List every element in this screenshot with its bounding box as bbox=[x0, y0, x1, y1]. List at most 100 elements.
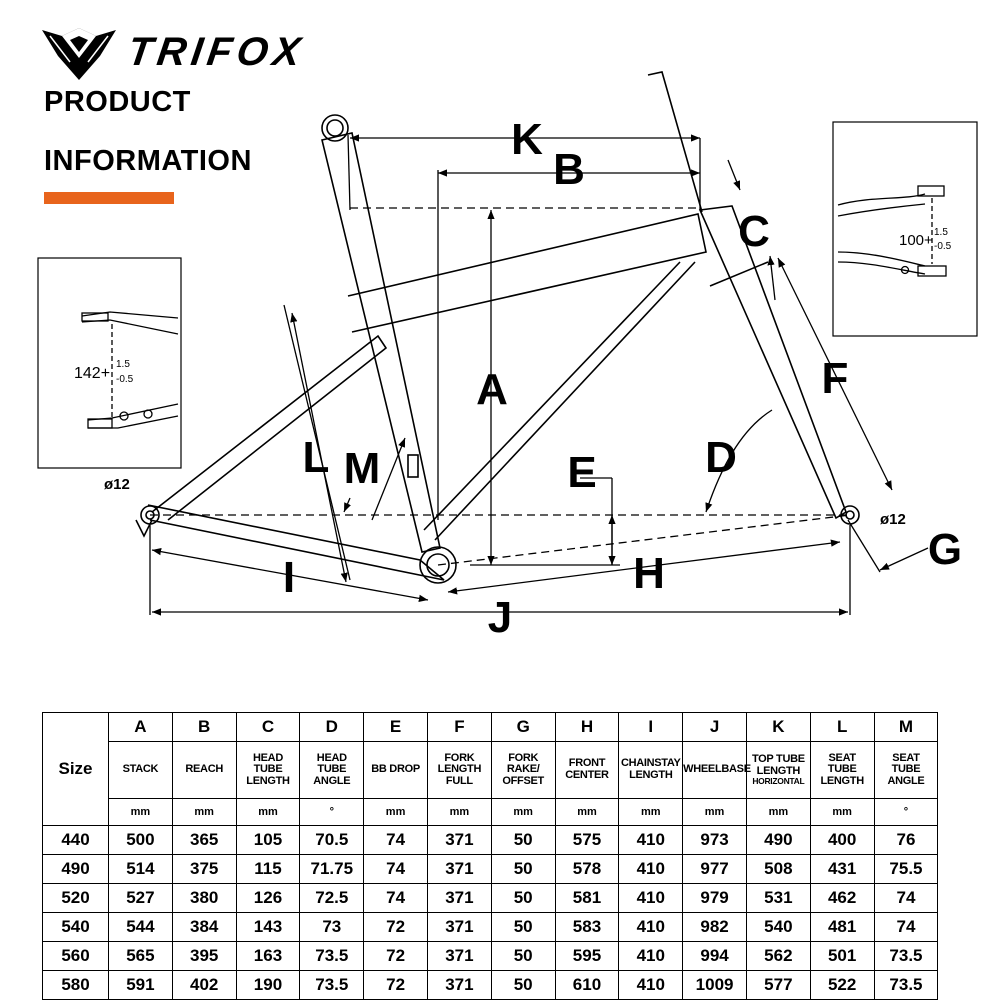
column-name-line: LENGTH bbox=[437, 763, 482, 776]
column-unit: mm bbox=[426, 798, 492, 826]
front-axle-diameter: ø12 bbox=[880, 511, 906, 528]
value-cell: 371 bbox=[426, 970, 492, 1000]
column-name-line: OFFSET bbox=[502, 774, 544, 787]
value-cell: 371 bbox=[426, 883, 492, 913]
column-name-line: REACH bbox=[185, 763, 223, 776]
rear-spacing-tol-minus: -0.5 bbox=[116, 374, 134, 385]
value-cell: 384 bbox=[171, 912, 237, 942]
column-name-line: LENGTH bbox=[629, 769, 673, 781]
front-spacing-base: 100+ bbox=[899, 232, 933, 249]
column-letter: I bbox=[618, 712, 684, 742]
value-cell: 74 bbox=[363, 854, 428, 884]
column-name-line: FULL bbox=[445, 774, 473, 787]
rear-axle-diameter: ø12 bbox=[104, 476, 130, 493]
column-name-line: SEAT bbox=[892, 751, 920, 764]
column-name-line: HORIZONTAL bbox=[752, 776, 805, 787]
value-cell: 410 bbox=[618, 854, 684, 884]
column-unit: mm bbox=[745, 798, 811, 826]
value-cell: 50 bbox=[490, 941, 556, 971]
column-name: BB DROP bbox=[363, 741, 428, 799]
column-name-line: RAKE/ bbox=[506, 763, 540, 776]
value-cell: 481 bbox=[809, 912, 875, 942]
value-cell: 565 bbox=[108, 941, 173, 971]
label-B: B bbox=[553, 145, 585, 194]
column-name-line: FORK bbox=[444, 751, 475, 764]
column-name-line: TUBE bbox=[317, 763, 347, 776]
value-cell: 72 bbox=[363, 970, 428, 1000]
column-letter: K bbox=[745, 712, 811, 742]
value-cell: 410 bbox=[618, 883, 684, 913]
dimension-lines bbox=[149, 134, 929, 616]
value-cell: 402 bbox=[171, 970, 237, 1000]
value-cell: 70.5 bbox=[299, 825, 365, 855]
value-cell: 490 bbox=[745, 825, 811, 855]
value-cell: 50 bbox=[490, 854, 556, 884]
column-name-line: FORK bbox=[508, 751, 539, 764]
column-name: WHEELBASE bbox=[682, 741, 751, 799]
size-cell: 520 bbox=[42, 883, 109, 913]
size-header: Size bbox=[42, 712, 109, 826]
value-cell: 73.5 bbox=[299, 970, 365, 1000]
label-A: A bbox=[476, 365, 508, 414]
value-cell: 522 bbox=[809, 970, 875, 1000]
value-cell: 380 bbox=[171, 883, 237, 913]
value-cell: 1009 bbox=[682, 970, 747, 1000]
value-cell: 994 bbox=[682, 941, 747, 971]
value-cell: 982 bbox=[682, 912, 747, 942]
accent-bar bbox=[44, 192, 174, 204]
value-cell: 115 bbox=[235, 854, 301, 884]
value-cell: 562 bbox=[745, 941, 811, 971]
value-cell: 105 bbox=[235, 825, 301, 855]
column-unit: mm bbox=[108, 798, 173, 826]
column-unit: mm bbox=[363, 798, 428, 826]
value-cell: 50 bbox=[490, 970, 556, 1000]
column-name-line: TUBE bbox=[253, 763, 283, 776]
value-cell: 591 bbox=[108, 970, 173, 1000]
value-cell: 527 bbox=[108, 883, 173, 913]
column-letter: F bbox=[426, 712, 492, 742]
column-letter: E bbox=[363, 712, 428, 742]
column-letter: B bbox=[171, 712, 237, 742]
column-letter: L bbox=[809, 712, 875, 742]
value-cell: 577 bbox=[745, 970, 811, 1000]
column-unit: ° bbox=[299, 798, 365, 826]
value-cell: 73.5 bbox=[299, 941, 365, 971]
column-name: REACH bbox=[171, 741, 237, 799]
column-name-line: ANGLE bbox=[887, 774, 925, 787]
value-cell: 50 bbox=[490, 883, 556, 913]
rear-spacing-base: 142+ bbox=[74, 365, 110, 382]
heading-line-2: INFORMATION bbox=[44, 145, 252, 177]
value-cell: 583 bbox=[554, 912, 620, 942]
value-cell: 410 bbox=[618, 825, 684, 855]
column-name-line: TOP TUBE bbox=[751, 752, 805, 765]
column-name-line: STACK bbox=[122, 763, 159, 776]
value-cell: 531 bbox=[745, 883, 811, 913]
column-letter: C bbox=[235, 712, 301, 742]
column-name-line: HEAD bbox=[253, 751, 283, 764]
column-name-line: SEAT bbox=[828, 751, 857, 764]
value-cell: 50 bbox=[490, 825, 556, 855]
value-cell: 508 bbox=[745, 854, 811, 884]
value-cell: 126 bbox=[235, 883, 301, 913]
column-letter: D bbox=[299, 712, 365, 742]
value-cell: 50 bbox=[490, 912, 556, 942]
rear-spacing-tol-plus: 1.5 bbox=[116, 359, 130, 370]
value-cell: 73.5 bbox=[873, 970, 939, 1000]
column-letter: H bbox=[554, 712, 620, 742]
value-cell: 72 bbox=[363, 912, 428, 942]
value-cell: 375 bbox=[171, 854, 237, 884]
column-name-line: WHEELBASE bbox=[683, 763, 751, 776]
value-cell: 410 bbox=[618, 970, 684, 1000]
